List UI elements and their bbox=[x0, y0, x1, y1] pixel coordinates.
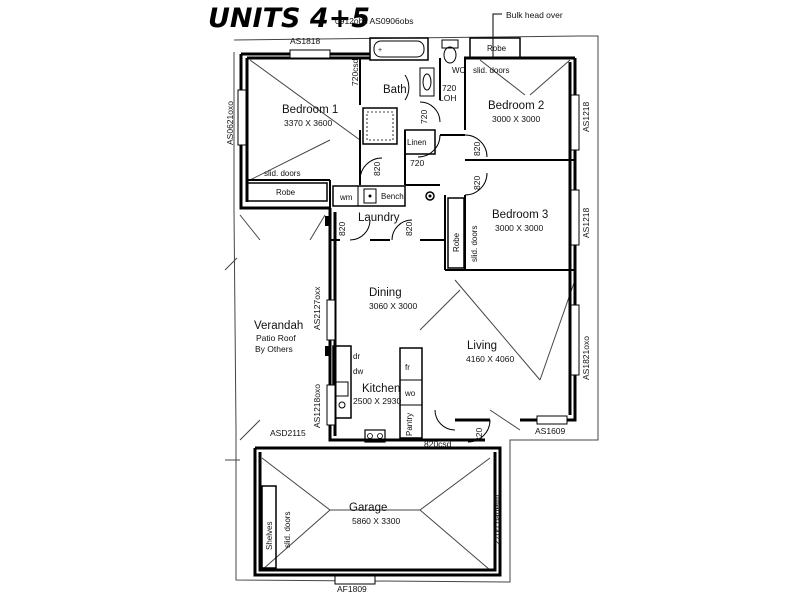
bench-label: Bench bbox=[381, 192, 404, 201]
living-name: Living bbox=[467, 340, 497, 352]
window-as1218-b2: AS1218 bbox=[581, 101, 591, 132]
kitchen-name: Kitchen bbox=[362, 383, 400, 395]
bedroom3-name: Bedroom 3 bbox=[492, 209, 548, 221]
laundry-bench bbox=[332, 185, 406, 207]
window-af1809: AF1809 bbox=[337, 584, 367, 594]
window-as2127: AS2127oxx bbox=[312, 286, 322, 330]
shower bbox=[362, 107, 398, 145]
bulk-head-leader bbox=[492, 13, 502, 58]
door-820-living: 820 bbox=[474, 428, 484, 442]
robe-bedroom2 bbox=[469, 37, 521, 59]
bulk-head-note: Bulk head over bbox=[506, 10, 563, 20]
shelves-label: Shelves bbox=[265, 522, 274, 550]
bathtub: + bbox=[369, 37, 429, 61]
door-820-bedroom1: 820 bbox=[372, 162, 382, 176]
dining-name: Dining bbox=[369, 287, 402, 299]
linen-cupboard bbox=[404, 129, 436, 155]
door-820csd: 820csd bbox=[424, 439, 452, 449]
dining-size: 3060 X 3000 bbox=[369, 301, 417, 311]
laundry-name: Laundry bbox=[358, 212, 400, 224]
dr-label: dr bbox=[353, 352, 360, 361]
window-as1609: AS1609 bbox=[535, 426, 566, 436]
window-asd2115: ASD2115 bbox=[270, 428, 306, 438]
exterior-walls bbox=[239, 52, 577, 577]
robe-bedroom1 bbox=[246, 182, 328, 202]
door-720-wc: 720 bbox=[442, 83, 456, 93]
fridge-pantry-block bbox=[399, 347, 423, 439]
plan-title: UNITS 4+5 bbox=[208, 3, 370, 34]
slid-doors-label-b3: slid. doors bbox=[470, 226, 479, 262]
kitchen-bench bbox=[332, 345, 386, 443]
wc-name: WC bbox=[452, 66, 466, 75]
robe-bedroom3 bbox=[447, 197, 465, 269]
window-as0621: AS0621oxo bbox=[225, 101, 235, 145]
door-720-bath: 720 bbox=[419, 110, 429, 124]
garage-size: 5860 X 3300 bbox=[352, 516, 400, 526]
bedroom1-size: 3370 X 3600 bbox=[284, 118, 332, 128]
window-marks bbox=[237, 49, 580, 585]
bedroom1-name: Bedroom 1 bbox=[282, 104, 338, 116]
window-as1821: AS1821oxo bbox=[581, 336, 591, 380]
window-as1818: AS1818 bbox=[290, 36, 321, 46]
verandah-line3: By Others bbox=[255, 344, 293, 354]
loh-label: LOH bbox=[439, 93, 456, 103]
kitchen-size: 2500 X 2930 bbox=[353, 396, 401, 406]
pantry-label: Pantry bbox=[405, 413, 414, 436]
interior-walls bbox=[247, 58, 575, 271]
door-720csd: 720csd bbox=[350, 58, 360, 86]
garage-shelves bbox=[261, 485, 277, 569]
top-windows-note: 0912obs AS0906obs bbox=[335, 16, 413, 26]
linen-label: Linen bbox=[407, 138, 427, 147]
door-820-laundry-right: 820 bbox=[404, 222, 414, 236]
door-820-bedroom2: 820 bbox=[472, 142, 482, 156]
bedroom3-size: 3000 X 3000 bbox=[495, 223, 543, 233]
toilet bbox=[441, 39, 459, 64]
door-720-linen: 720 bbox=[410, 158, 424, 168]
door-820-bedroom3: 820 bbox=[472, 176, 482, 190]
fr-label: fr bbox=[405, 363, 410, 372]
door-820-laundry-left: 820 bbox=[337, 222, 347, 236]
wo-label: wo bbox=[404, 389, 416, 398]
door-swings bbox=[349, 74, 491, 443]
garage-panellift: 2700 panellift bbox=[492, 494, 502, 545]
bath-name: Bath bbox=[383, 84, 407, 96]
verandah-name: Verandah bbox=[254, 320, 303, 332]
basin bbox=[419, 67, 435, 97]
verandah-posts bbox=[325, 216, 330, 356]
garage-name: Garage bbox=[349, 502, 387, 514]
smoke-detector-icon bbox=[425, 191, 435, 201]
robe-label-b3: Robe bbox=[452, 232, 461, 252]
wm-label: wm bbox=[339, 193, 353, 202]
svg-text:+: + bbox=[378, 47, 382, 54]
living-size: 4160 X 4060 bbox=[466, 354, 514, 364]
slid-doors-label-b2: slid. doors bbox=[473, 66, 509, 75]
robe-label-b2: Robe bbox=[487, 44, 507, 53]
dw-label: dw bbox=[353, 367, 363, 376]
robe-label-b1: Robe bbox=[276, 188, 296, 197]
bedroom2-name: Bedroom 2 bbox=[488, 100, 544, 112]
bedroom2-size: 3000 X 3000 bbox=[492, 114, 540, 124]
slid-doors-label-garage: slid. doors bbox=[283, 512, 292, 548]
window-as1218-b3: AS1218 bbox=[581, 207, 591, 238]
verandah-line2: Patio Roof bbox=[256, 333, 296, 343]
slid-doors-label-b1: slid. doors bbox=[264, 169, 300, 178]
window-as1218-kitchen: AS1218oxo bbox=[312, 384, 322, 428]
